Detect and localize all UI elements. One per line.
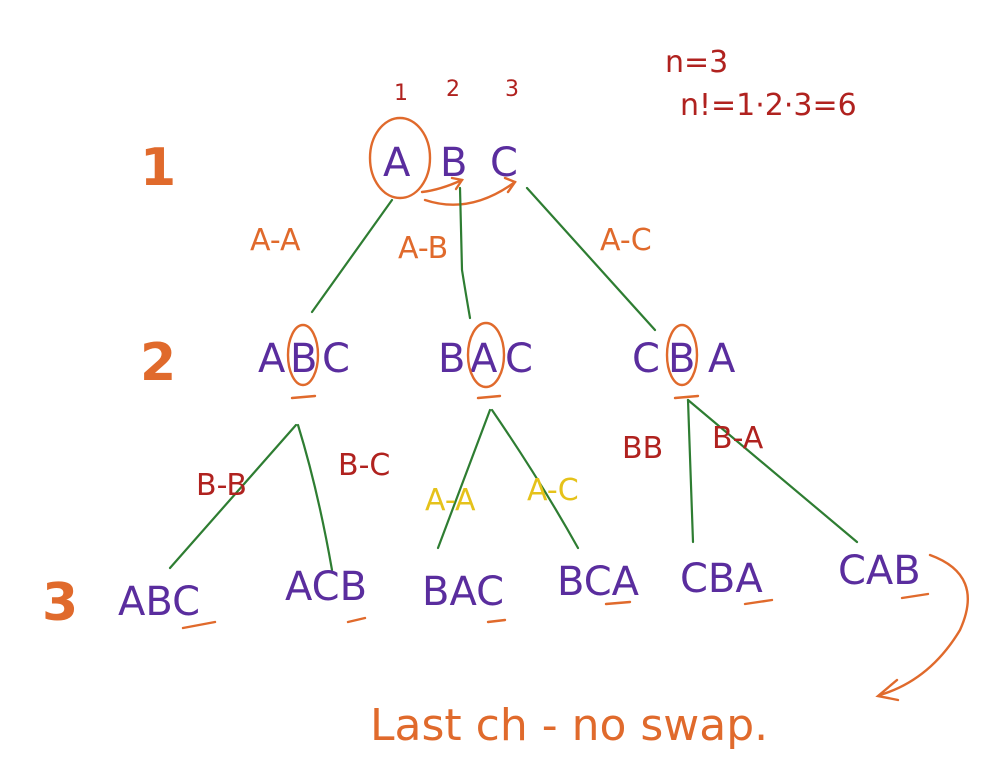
edge-label-b-b-1: B-B	[196, 468, 247, 503]
edge-root-right	[525, 186, 657, 332]
edge-bac-bac	[436, 408, 492, 550]
note-arrow	[878, 553, 969, 697]
l2-node2-letter2: A	[470, 336, 498, 382]
edge-label-b-a: B-A	[712, 421, 764, 456]
l2-node1-letter2: B	[290, 336, 317, 382]
note-text: Last ch - no swap.	[370, 700, 768, 751]
l2-node1-circle	[286, 323, 320, 387]
level-label-1: 1	[140, 138, 176, 198]
leaf-acb-underline	[346, 616, 367, 624]
edge-label-bb: BB	[622, 431, 663, 466]
level-label-2: 2	[140, 333, 176, 393]
l2-node3-letter1: C	[632, 336, 660, 382]
edge-root-left	[310, 198, 394, 314]
leaf-bca-underline	[604, 600, 632, 606]
edge-cba-cab	[686, 398, 859, 544]
l2-node2-circle	[466, 321, 506, 389]
leaf-cba-underline	[743, 598, 774, 606]
root-letter-c: C	[490, 140, 518, 186]
position-1: 1	[394, 81, 408, 106]
leaf-acb: ACB	[285, 564, 367, 610]
leaf-abc: ABC	[118, 579, 200, 625]
edge-abc-acb	[296, 423, 334, 572]
edge-abc-abc	[168, 423, 298, 570]
edge-cba-cba	[686, 398, 695, 544]
edge-root-middle	[458, 186, 472, 320]
edge-label-a-c-l2: A-C	[527, 473, 579, 508]
l2-node3-underline	[673, 394, 700, 400]
swap-arrow-head-c	[503, 176, 517, 194]
swap-arrow-ac	[423, 180, 517, 206]
leaf-bca: BCA	[557, 559, 640, 605]
root-circle	[368, 116, 432, 200]
l2-node3-letter3: A	[708, 336, 736, 382]
edge-label-a-b: A-B	[398, 231, 448, 266]
l2-node2-letter1: B	[438, 336, 465, 382]
leaf-cab: CAB	[838, 548, 921, 594]
leaf-abc-underline	[181, 620, 217, 630]
edge-label-a-a-l2: A-A	[425, 483, 476, 518]
l2-node1-underline	[290, 394, 317, 400]
edge-bac-bca	[490, 408, 580, 550]
swap-arrow-ab	[420, 178, 464, 194]
swap-arrow-head-b	[450, 176, 464, 191]
formula-factorial: n!=1·2·3=6	[680, 88, 857, 123]
l2-node2-underline	[476, 394, 502, 400]
note-arrow-head	[875, 678, 900, 702]
leaf-cba: CBA	[680, 556, 763, 602]
l2-node2-letter3: C	[505, 336, 533, 382]
leaf-bac: BAC	[422, 569, 504, 615]
formula-n: n=3	[665, 45, 728, 80]
edge-label-a-a: A-A	[250, 223, 301, 258]
edge-label-a-c: A-C	[600, 223, 652, 258]
root-letter-a: A	[383, 140, 411, 186]
position-2: 2	[446, 77, 460, 102]
leaf-bac-underline	[486, 618, 507, 624]
l2-node1-letter1: A	[258, 336, 286, 382]
leaf-cab-underline	[900, 592, 930, 600]
edge-label-b-c: B-C	[338, 448, 390, 483]
l2-node3-circle	[665, 323, 699, 387]
l2-node3-letter2: B	[668, 336, 695, 382]
level-label-3: 3	[42, 573, 78, 633]
position-3: 3	[505, 77, 519, 102]
l2-node1-letter3: C	[322, 336, 350, 382]
